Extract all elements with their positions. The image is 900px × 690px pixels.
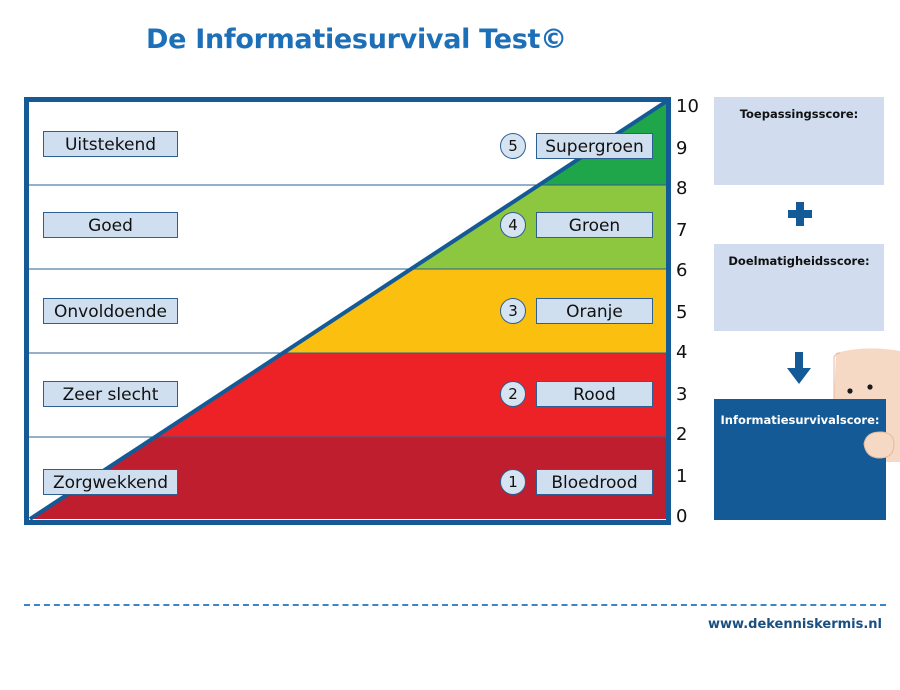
doelmatigheidsscore-box[interactable]: Doelmatigheidsscore:: [714, 244, 884, 331]
hand-icon: [863, 431, 895, 459]
level-number-3: 3: [500, 298, 526, 324]
level-number-5: 5: [500, 133, 526, 159]
diagonal-line: [28, 99, 669, 521]
level-label-uitstekend: Uitstekend: [43, 131, 178, 157]
footer-divider: [24, 604, 886, 606]
scale-tick-3: 3: [676, 384, 688, 405]
level-label-onvoldoende: Onvoldoende: [43, 298, 178, 324]
level-number-2: 2: [500, 381, 526, 407]
page-title: De Informatiesurvival Test©: [146, 24, 567, 55]
chart-frame: [24, 97, 671, 525]
scale-tick-4: 4: [676, 342, 688, 363]
eye-icon: [847, 388, 853, 394]
level-number-1: 1: [500, 469, 526, 495]
scale-tick-1: 1: [676, 466, 688, 487]
scale-tick-9: 9: [676, 138, 688, 159]
scale-tick-2: 2: [676, 424, 688, 445]
eye-icon: [867, 384, 873, 390]
arrow-down-icon: [787, 352, 811, 384]
color-label-oranje: Oranje: [536, 298, 653, 324]
color-label-groen: Groen: [536, 212, 653, 238]
level-label-zeer-slecht: Zeer slecht: [43, 381, 178, 407]
plus-icon: [788, 202, 812, 226]
level-label-goed: Goed: [43, 212, 178, 238]
informatiesurvivalscore-label: Informatiesurvivalscore:: [720, 413, 880, 427]
level-label-zorgwekkend: Zorgwekkend: [43, 469, 178, 495]
scale-tick-6: 6: [676, 260, 688, 281]
scale-tick-7: 7: [676, 220, 688, 241]
toepassingsscore-box[interactable]: Toepassingsscore:: [714, 97, 884, 185]
color-label-bloedrood: Bloedrood: [536, 469, 653, 495]
toepassingsscore-label: Toepassingsscore:: [739, 107, 859, 121]
scale-tick-10: 10: [676, 96, 699, 117]
color-label-supergroen: Supergroen: [536, 133, 653, 159]
color-label-rood: Rood: [536, 381, 653, 407]
informatiesurvivalscore-box[interactable]: Informatiesurvivalscore:: [714, 399, 886, 520]
level-number-4: 4: [500, 212, 526, 238]
scale-tick-0: 0: [676, 506, 688, 527]
scale-tick-8: 8: [676, 178, 688, 199]
doelmatigheidsscore-label: Doelmatigheidsscore:: [728, 254, 870, 268]
scale-tick-5: 5: [676, 302, 688, 323]
footer-website-link[interactable]: www.dekenniskermis.nl: [708, 617, 882, 632]
